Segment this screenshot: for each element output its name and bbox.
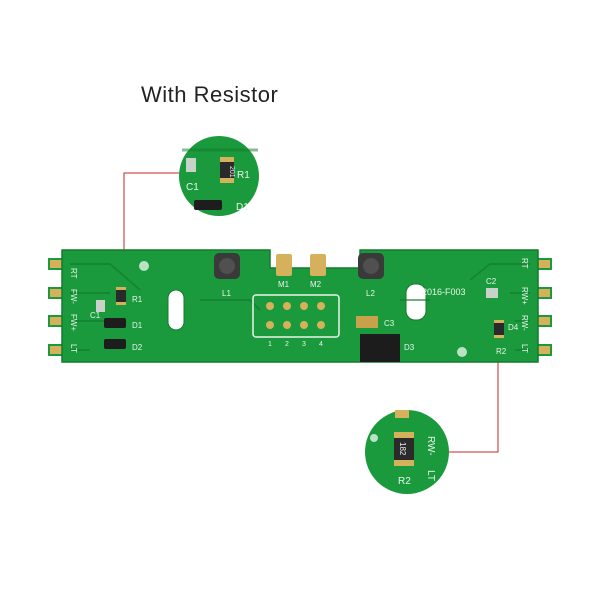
zoom-top-label-r1: R1: [237, 170, 250, 181]
zoom-bottom-label-lt: LT: [425, 470, 436, 481]
zoom-circle-bottom: R2 RW- LT 182: [365, 410, 449, 494]
left-pad-label-lt: LT: [69, 344, 78, 353]
label-l2: L2: [366, 289, 375, 298]
label-c1: C1: [90, 311, 101, 320]
zoom-bottom-label-r2: R2: [398, 476, 411, 487]
header-num-2: 2: [285, 341, 289, 348]
label-m2: M2: [310, 280, 322, 289]
header-num-1: 1: [268, 341, 272, 348]
label-c2: C2: [486, 277, 497, 286]
header-8pin: [252, 294, 340, 338]
label-d2: D2: [132, 343, 143, 352]
right-pad-label-rw-plus: RW+: [520, 287, 529, 305]
label-d4: D4: [508, 323, 519, 332]
title-with-resistor: With Resistor: [141, 82, 279, 107]
label-m1: M1: [278, 280, 290, 289]
label-r1: R1: [132, 295, 143, 304]
label-d1: D1: [132, 321, 143, 330]
pcb-board: RT FW- FW+ LT RT RW+ RW- LT R1 C1 D1 D2 …: [48, 249, 552, 363]
zoom-top-label-c1: C1: [186, 182, 199, 193]
label-l1: L1: [222, 289, 231, 298]
header-num-3: 3: [302, 341, 306, 348]
left-pad-label-rt: RT: [69, 268, 78, 279]
left-pad-label-fw-plus: FW+: [69, 314, 78, 331]
inductor-l1: [214, 253, 240, 279]
board-model-label: 2016-F003: [422, 287, 466, 297]
label-d3: D3: [404, 343, 415, 352]
inductor-l2: [358, 253, 384, 279]
label-c3: C3: [384, 319, 395, 328]
zoom-bottom-label-rw: RW-: [425, 436, 436, 456]
left-pad-label-fw-minus: FW-: [69, 289, 78, 304]
zoom-top-label-d1: D1: [236, 202, 249, 213]
zoom-bottom-resistor-code: 182: [398, 442, 407, 456]
header-num-4: 4: [319, 341, 323, 348]
right-pad-label-rw-minus: RW-: [520, 315, 529, 331]
right-pad-label-lt: LT: [520, 344, 529, 353]
zoom-top-resistor-code: 201: [228, 166, 235, 178]
label-r2: R2: [496, 347, 507, 356]
zoom-circle-top: R1 C1 D1 201: [179, 136, 259, 216]
right-pad-label-rt: RT: [520, 258, 529, 269]
